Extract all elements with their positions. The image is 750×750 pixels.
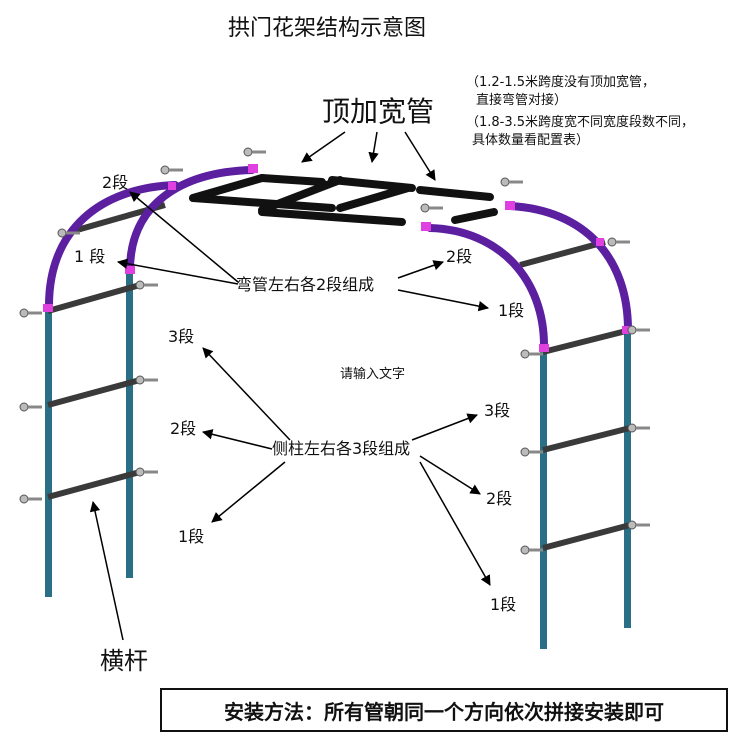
arrow: [397, 289, 490, 312]
top-tube-label: 顶加宽管: [322, 95, 435, 128]
right-inner-column: [540, 345, 547, 649]
arrow: [368, 131, 379, 164]
left-crossbar: [47, 282, 141, 314]
note-line: （1.2-1.5米跨度没有顶加宽管，: [466, 75, 656, 90]
placeholder-text: 请输入文字: [340, 367, 406, 382]
arrow: [301, 131, 346, 163]
install-instructions: 安装方法：所有管朝同一个方向依次拼接安装即可: [160, 688, 728, 732]
arrow: [116, 258, 239, 285]
top-tube: [451, 208, 498, 224]
arrows: [89, 131, 491, 641]
top-tube: [189, 194, 336, 212]
right-crossbar: [542, 425, 631, 453]
right-frame: [420, 177, 651, 649]
top-tube: [189, 174, 266, 202]
arrow: [211, 461, 286, 523]
segment-label: 1段: [498, 301, 525, 320]
arrow: [404, 131, 436, 181]
arrow: [411, 413, 478, 441]
left-frame: [19, 147, 267, 597]
segment-label: 2段: [446, 247, 473, 266]
crossbar-label: 横杆: [100, 647, 148, 675]
arrow: [201, 429, 273, 450]
arrow: [419, 461, 491, 586]
joint-marker: [539, 344, 549, 352]
arrow: [419, 455, 481, 495]
column-group-label: 侧柱左右各3段组成: [272, 439, 411, 458]
left-outer-arc: [44, 181, 179, 312]
note-line: 直接弯管对接）: [476, 93, 568, 108]
diagram-title: 拱门花架结构示意图: [228, 16, 427, 41]
right-inner-arc: [426, 224, 549, 352]
segment-label: 2段: [486, 489, 513, 508]
joint-marker: [248, 164, 258, 173]
left-inner-arc: [126, 166, 256, 274]
top-tube: [336, 184, 412, 212]
segment-label: 3段: [168, 327, 195, 346]
joint-marker: [596, 238, 604, 246]
note-line: （1.8-3.5米跨度宽不同宽度段数不同，: [466, 115, 695, 130]
segment-label: 3段: [484, 401, 511, 420]
joint-marker: [125, 266, 135, 274]
joint-marker: [43, 304, 53, 312]
arrow: [129, 191, 239, 283]
segment-label: 2段: [102, 173, 129, 192]
segment-label: 1 段: [74, 247, 106, 266]
arrow: [397, 260, 444, 279]
right-outer-arc: [506, 202, 632, 334]
left-outer-column: [45, 305, 52, 597]
right-crossbar: [542, 522, 631, 551]
right-crossbar: [519, 239, 606, 268]
arrow: [89, 500, 124, 641]
right-crossbar: [542, 327, 631, 355]
top-tube: [258, 208, 406, 226]
arrow: [202, 347, 291, 441]
right-outer-column: [624, 328, 631, 628]
arc-group-label: 弯管左右各2段组成: [236, 275, 375, 294]
top-tubes: [189, 174, 498, 226]
note-line: 具体数量看配置表）: [472, 133, 590, 148]
left-crossbar: [47, 377, 141, 408]
top-tube: [416, 186, 494, 201]
left-inner-column: [126, 268, 133, 578]
segment-label: 2段: [170, 419, 197, 438]
joint-marker: [168, 182, 176, 190]
left-crossbar: [47, 469, 141, 500]
joint-marker: [622, 326, 632, 334]
segment-label: 1段: [178, 527, 205, 546]
top-tube: [258, 176, 344, 214]
joint-marker: [505, 201, 515, 210]
joint-marker: [421, 222, 431, 231]
segment-label: 1段: [490, 595, 517, 614]
top-tube: [258, 174, 326, 186]
